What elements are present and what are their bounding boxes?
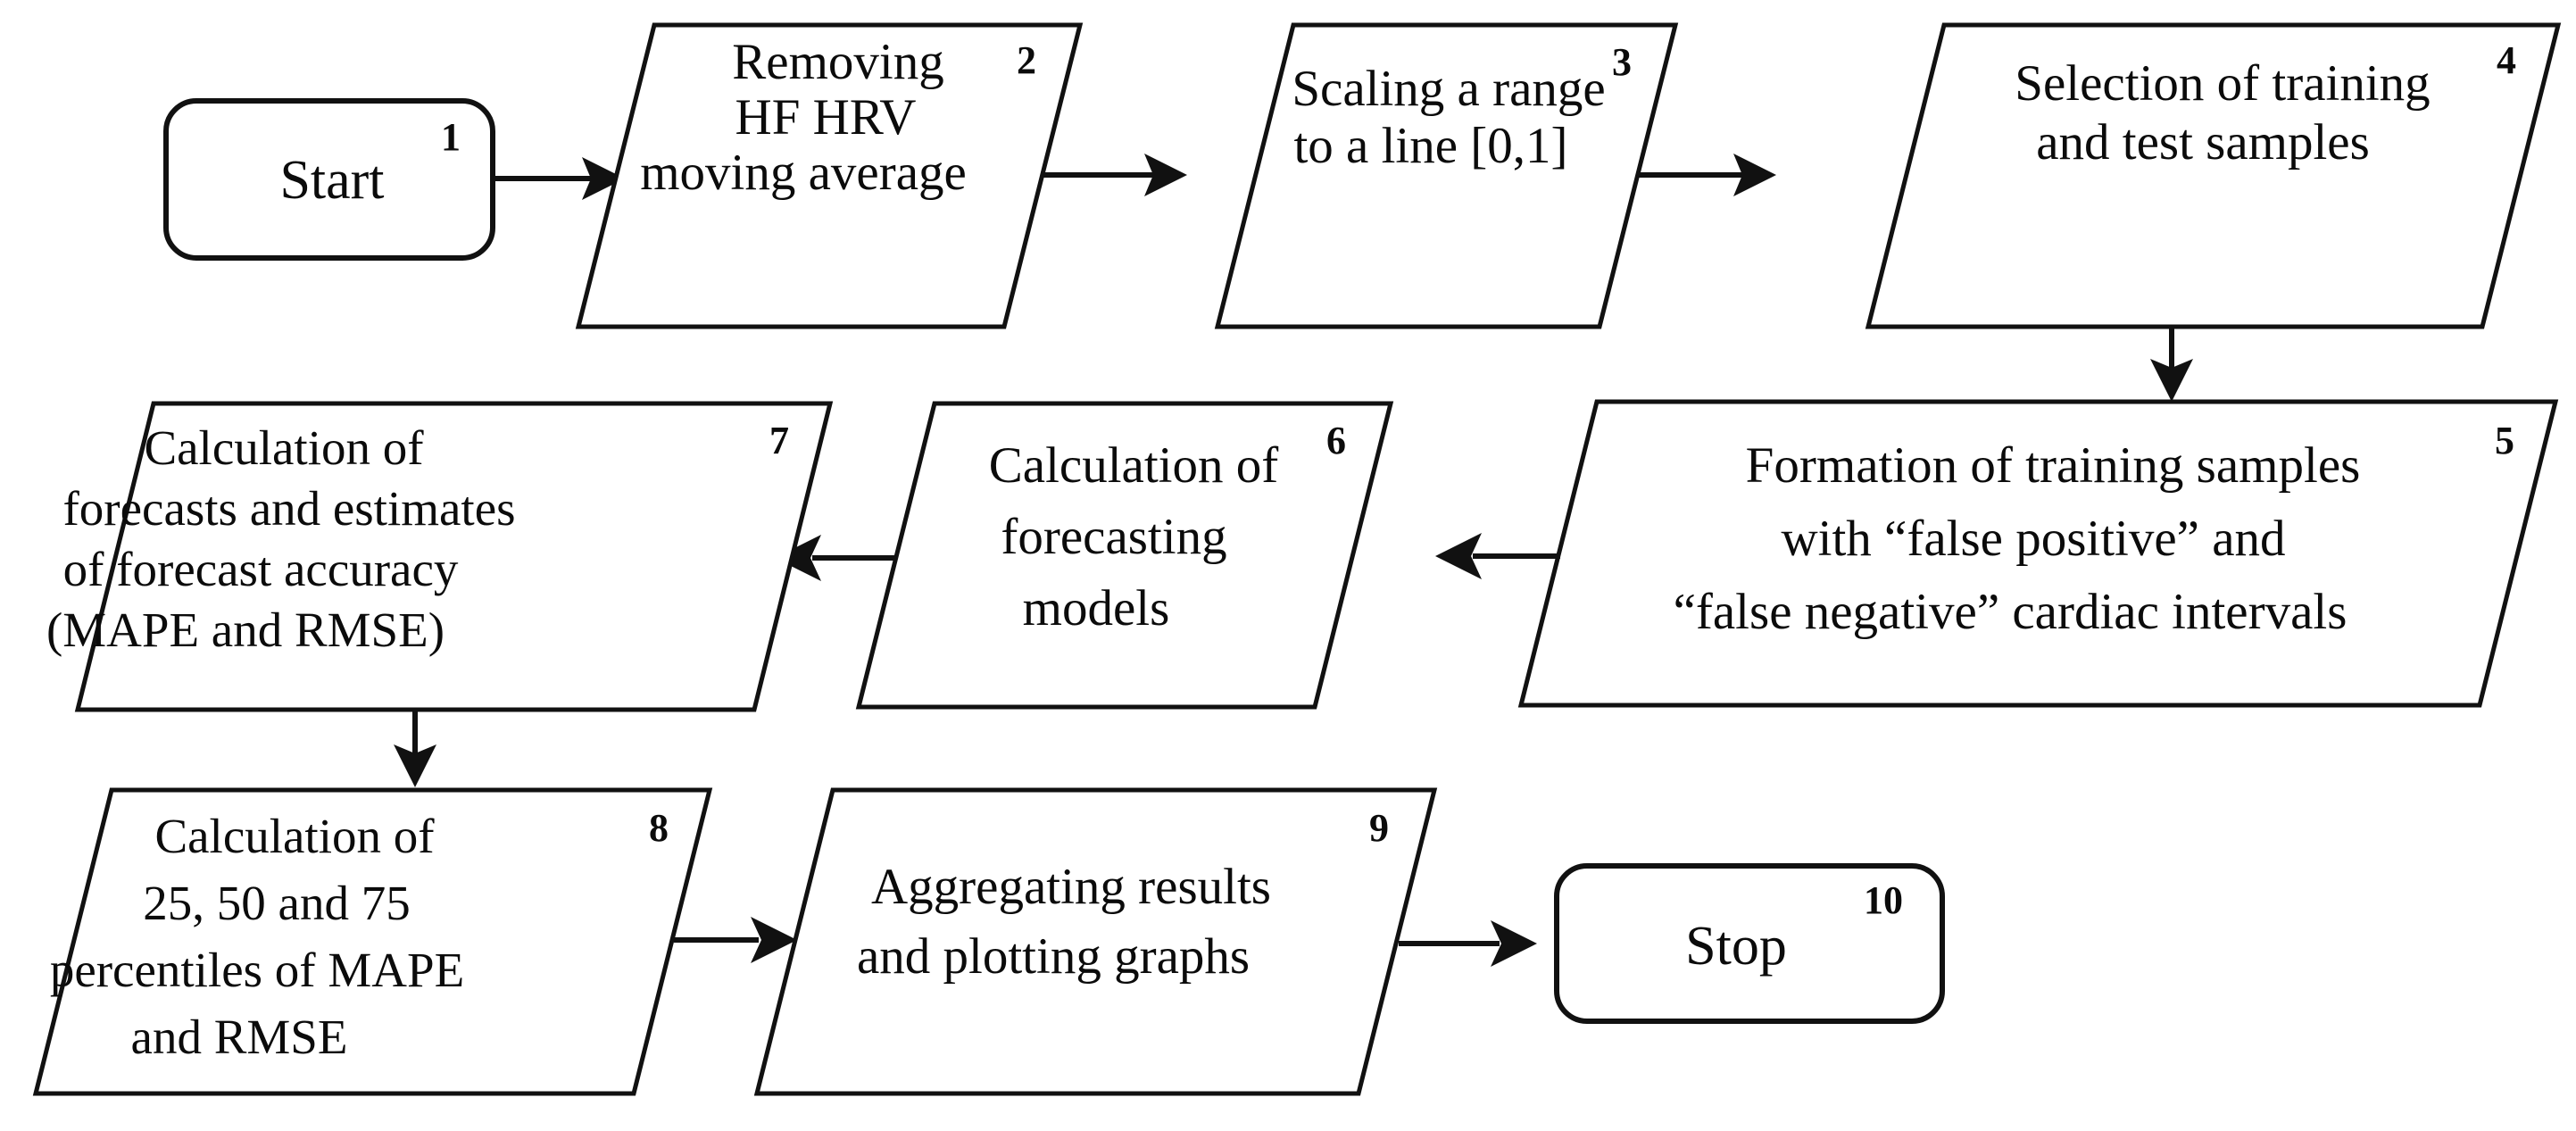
node-6-label-line-3: models: [1023, 580, 1170, 636]
node-4-label-line-2: and test samples: [2036, 114, 2370, 170]
node-4-label-line-1: Selection of training: [2015, 55, 2430, 112]
node-6-number: 6: [1326, 419, 1346, 462]
edge-8-to-9-arrowhead: [751, 917, 797, 963]
node-5-label-line-1: Formation of training samples: [1746, 437, 2361, 494]
node-2-label-line-3: moving average: [640, 145, 967, 201]
node-1-label: Start: [279, 150, 384, 211]
node-7-label-line-3: of forecast accuracy: [63, 542, 459, 596]
node-3-scaling-range[interactable]: Scaling a range to a line [0,1] 3: [1214, 22, 1679, 329]
edge-7-to-8-arrowhead: [394, 744, 436, 787]
node-1-start[interactable]: Start 1: [163, 98, 495, 261]
node-4-shape: [1865, 22, 2562, 329]
node-8-label-line-1: Calculation of: [154, 809, 435, 863]
edge-8-to-9: [674, 917, 797, 963]
edge-2-to-3: [1043, 154, 1187, 196]
edge-3-to-4: [1639, 154, 1776, 196]
node-2-number: 2: [1017, 38, 1036, 82]
edge-4-to-5-arrowhead: [2150, 359, 2193, 402]
edge-1-to-2: [493, 157, 625, 200]
edge-4-to-5: [2150, 327, 2193, 402]
node-5-number: 5: [2495, 419, 2514, 462]
node-6-label-line-2: forecasting: [1001, 509, 1226, 565]
node-3-shape: [1214, 22, 1679, 329]
node-9-shape: [753, 787, 1438, 1096]
node-2-removing-hf-hrv[interactable]: Removing HF HRV moving average 2: [575, 22, 1084, 329]
edge-6-to-7: [775, 535, 897, 581]
node-5-label-line-2: with “false positive” and: [1781, 511, 2285, 567]
edge-9-to-10: [1399, 920, 1537, 967]
node-9-number: 9: [1369, 806, 1389, 850]
node-8-label-line-4: and RMSE: [131, 1010, 348, 1064]
node-8-label-line-3: percentiles of MAPE: [50, 943, 464, 997]
edge-1-to-2-arrowhead: [582, 157, 625, 200]
edge-3-to-4-arrowhead: [1733, 154, 1776, 196]
node-8-percentiles[interactable]: Calculation of 25, 50 and 75 percentiles…: [32, 787, 713, 1096]
node-4-selection-samples[interactable]: Selection of training and test samples 4: [1865, 22, 2562, 329]
node-7-label-line-4: (MAPE and RMSE): [46, 603, 445, 657]
node-7-label-line-2: forecasts and estimates: [62, 481, 515, 536]
node-8-shape: [32, 787, 713, 1096]
node-2-shape: [575, 22, 1084, 329]
node-6-shape: [855, 401, 1394, 710]
node-3-label-line-1: Scaling a range: [1292, 61, 1605, 117]
node-6-label-line-1: Calculation of: [989, 437, 1279, 494]
node-7-label-line-1: Calculation of: [144, 420, 424, 475]
node-9-aggregating-results[interactable]: Aggregating results and plotting graphs …: [753, 787, 1438, 1096]
node-1-number: 1: [441, 115, 461, 159]
edge-5-to-6-arrowhead: [1435, 533, 1482, 579]
edge-2-to-3-arrowhead: [1144, 154, 1187, 196]
edge-7-to-8: [394, 710, 436, 787]
node-5-formation-training-samples[interactable]: Formation of training samples with “fals…: [1517, 399, 2559, 708]
node-2-label-line-2: HF HRV: [735, 89, 917, 146]
node-7-shape: [74, 401, 834, 712]
node-10-shape: [1554, 863, 1945, 1024]
node-4-number: 4: [2497, 38, 2516, 82]
edge-6-to-7-arrowhead: [775, 535, 821, 581]
node-10-label: Stop: [1685, 916, 1787, 977]
node-10-stop[interactable]: Stop 10: [1554, 863, 1945, 1024]
edge-5-to-6: [1435, 533, 1560, 579]
node-6-forecasting-models[interactable]: Calculation of forecasting models 6: [855, 401, 1394, 710]
node-3-label-line-2: to a line [0,1]: [1293, 118, 1567, 174]
edge-9-to-10-arrowhead: [1491, 920, 1537, 967]
node-8-number: 8: [649, 806, 669, 850]
node-7-forecast-accuracy[interactable]: Calculation of forecasts and estimates o…: [46, 401, 834, 712]
node-3-number: 3: [1612, 40, 1632, 84]
node-2-label-line-1: Removing: [732, 34, 944, 90]
node-7-number: 7: [769, 419, 789, 462]
node-5-label-line-3: “false negative” cardiac intervals: [1674, 584, 2347, 640]
node-9-label-line-2: and plotting graphs: [857, 928, 1250, 985]
node-10-number: 10: [1864, 878, 1903, 922]
node-5-shape: [1517, 399, 2559, 708]
node-8-label-line-2: 25, 50 and 75: [143, 876, 410, 930]
node-9-label-line-1: Aggregating results: [871, 859, 1271, 915]
